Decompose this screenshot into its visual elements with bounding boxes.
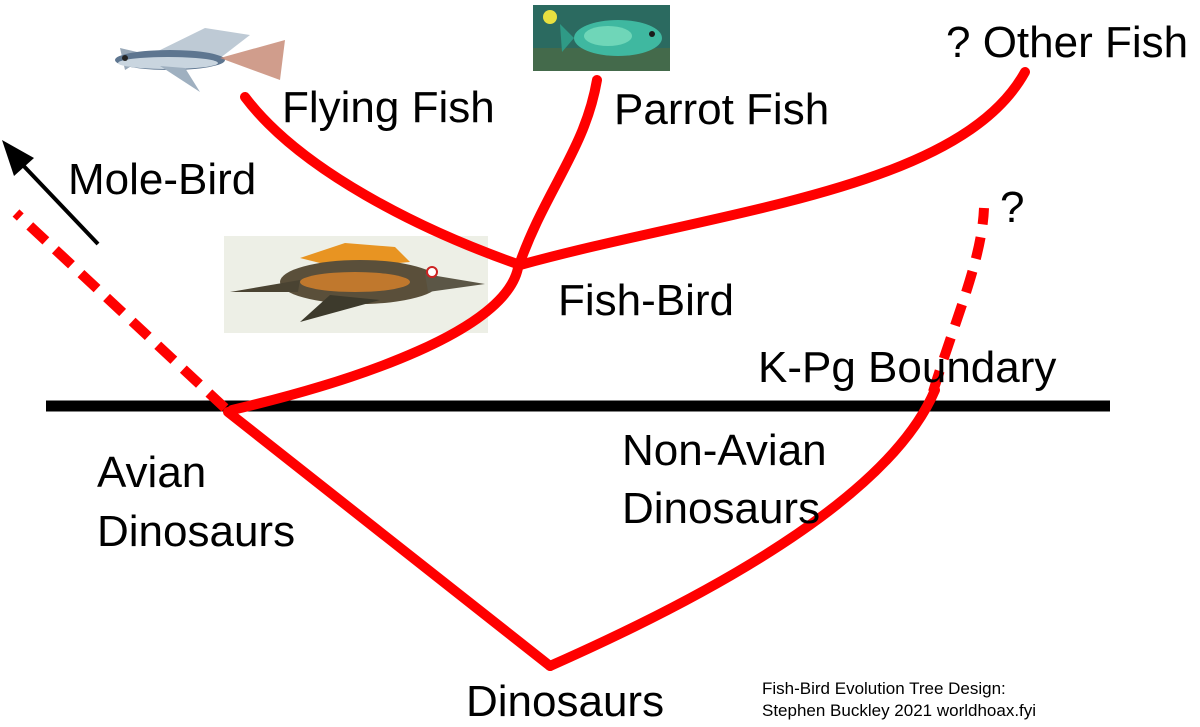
- parrot-fish-photo: [533, 5, 670, 71]
- mole-bird-arrow-icon: [2, 140, 100, 246]
- other-fish-branch: [515, 67, 1030, 270]
- dinosaurs-root-label: Dinosaurs: [466, 677, 665, 726]
- flying-fish-branch: [240, 92, 525, 270]
- fish-bird-label: Fish-Bird: [558, 276, 735, 325]
- credit-line-1: Fish-Bird Evolution Tree Design:: [762, 679, 1006, 698]
- avian-dinosaurs-branch: [223, 407, 555, 671]
- mole-bird-label: Mole-Bird: [68, 155, 257, 204]
- flying-fish-label: Flying Fish: [282, 83, 495, 132]
- kpg-boundary-label: K-Pg Boundary: [758, 343, 1057, 392]
- flying-fish-illustration: [115, 28, 285, 92]
- parrot-fish-branch: [227, 75, 602, 415]
- fish-bird-illustration: [224, 236, 488, 333]
- credit-line-2: Stephen Buckley 2021 worldhoax.fyi: [762, 701, 1037, 720]
- parrot-fish-label: Parrot Fish: [614, 85, 830, 134]
- avian-dinosaurs-label-line1: Avian: [97, 448, 207, 497]
- unknown-branch-label: ?: [1000, 183, 1025, 232]
- avian-dinosaurs-label-line2: Dinosaurs: [97, 507, 296, 556]
- mole-bird-dashed-branch: [12, 209, 229, 412]
- non-avian-dinosaurs-branch: [545, 385, 940, 671]
- non-avian-dinosaurs-label-line1: Non-Avian: [622, 426, 827, 475]
- non-avian-dinosaurs-label-line2: Dinosaurs: [622, 484, 821, 533]
- other-fish-label: ? Other Fish: [946, 18, 1189, 67]
